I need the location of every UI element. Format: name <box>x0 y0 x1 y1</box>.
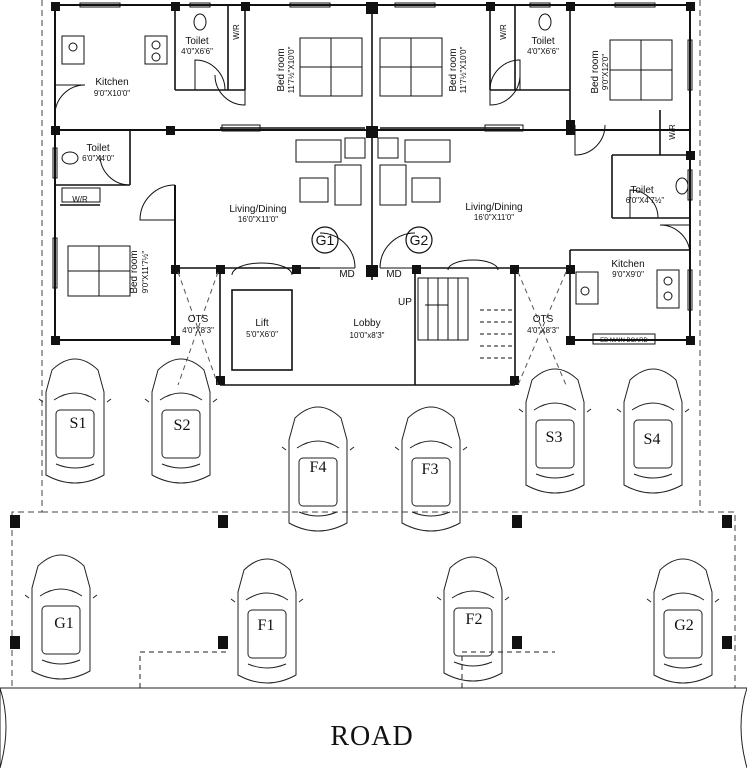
car-s3 <box>518 368 592 494</box>
parking-f2: F2 <box>466 611 483 628</box>
stair-lift <box>231 259 656 359</box>
parking-s2: S2 <box>174 417 191 434</box>
car-f2 <box>436 556 510 682</box>
parking-f1: F1 <box>258 617 275 634</box>
toilet-w-mid-name: Toilet <box>86 143 110 154</box>
toilet-e-mid-name: Toilet <box>630 185 654 196</box>
unit-g2-label: G2 <box>410 232 429 248</box>
living-w-name: Living/Dining <box>229 204 286 215</box>
fixtures <box>61 13 689 309</box>
ots-e-name: OTS <box>533 314 554 325</box>
bed-sw-dim: 9'0"X11'7½" <box>141 251 150 294</box>
beds <box>67 37 673 297</box>
bed-ne-dim: 9'0"X12'0" <box>601 54 610 90</box>
bed-sw-name: Bed room <box>129 250 140 293</box>
car-s2 <box>144 358 218 484</box>
car-f1 <box>230 558 304 684</box>
eb-main-board-label: EB MAIN BOARD <box>600 338 648 344</box>
windows <box>52 2 693 311</box>
ots-shafts <box>177 271 567 386</box>
unit-g1-label: G1 <box>316 232 335 248</box>
wr-w-top: W/R <box>232 24 241 40</box>
parking-g1: G1 <box>54 615 74 632</box>
parking-s4: S4 <box>644 431 661 448</box>
stair-up-label: UP <box>398 297 412 308</box>
car-f4 <box>281 406 355 532</box>
bed-w-top-dim: 11'7½"X10'0" <box>287 46 296 93</box>
columns <box>10 2 732 649</box>
car-s4 <box>616 368 690 494</box>
living-w-dim: 16'0"X11'0" <box>238 215 278 224</box>
wr-e-top: W/R <box>499 24 508 40</box>
bed-e-top-dim: 11'7½"X10'0" <box>459 46 468 93</box>
car-f3 <box>394 406 468 532</box>
main-door-left: MD <box>339 269 355 280</box>
wr-w-mid: W/R <box>72 195 88 204</box>
parking-f4: F4 <box>310 459 327 476</box>
kitchen-w-dim: 9'0"X10'0" <box>94 89 130 98</box>
road-edge <box>0 651 747 768</box>
parking-labels: S1 S2 F4 F3 S3 S4 G1 F1 F2 G2 <box>54 415 694 634</box>
car-s1 <box>38 358 112 484</box>
lift-name: Lift <box>255 318 269 329</box>
room-labels: Kitchen 9'0"X10'0" Toilet 4'0"X6'6" W/R … <box>72 24 677 344</box>
ots-w-name: OTS <box>188 314 209 325</box>
wr-e-mid: W/R <box>668 124 677 140</box>
bed-w-top-name: Bed room <box>276 48 287 91</box>
parking-f3: F3 <box>422 461 439 478</box>
ots-e-dim: 4'0"X8'3" <box>527 326 559 335</box>
kitchen-w-name: Kitchen <box>95 77 128 88</box>
main-door-right: MD <box>386 269 402 280</box>
lobby-name: Lobby <box>353 318 380 329</box>
unit-markers <box>311 226 433 254</box>
toilet-e-top-dim: 4'0"X6'6" <box>527 47 559 56</box>
toilet-w-top-dim: 4'0"X6'6" <box>181 47 213 56</box>
lobby-dim: 10'0"x8'3" <box>350 331 385 340</box>
toilet-w-top-name: Toilet <box>185 36 209 47</box>
parking-g2: G2 <box>674 617 694 634</box>
road-label: ROAD <box>330 721 413 752</box>
lift-dim: 5'0"X6'0" <box>246 330 278 339</box>
bed-e-top-name: Bed room <box>448 48 459 91</box>
toilet-e-mid-dim: 6'0"X4'7½" <box>626 196 665 205</box>
living-e-name: Living/Dining <box>465 202 522 213</box>
parking-s3: S3 <box>546 429 563 446</box>
kitchen-e-dim: 9'0"X9'0" <box>612 270 644 279</box>
living-e-dim: 16'0"X11'0" <box>474 213 514 222</box>
ots-w-dim: 4'0"X8'3" <box>182 326 214 335</box>
toilet-e-top-name: Toilet <box>531 36 555 47</box>
kitchen-e-name: Kitchen <box>611 259 644 270</box>
toilet-w-mid-dim: 6'0"X4'0" <box>82 154 114 163</box>
car-g1 <box>24 554 98 680</box>
door-swings <box>54 59 691 269</box>
site-boundary <box>11 0 736 688</box>
parking-cars <box>24 358 720 684</box>
living-furniture <box>295 137 451 206</box>
car-g2 <box>646 558 720 684</box>
parking-s1: S1 <box>70 415 87 432</box>
bed-ne-name: Bed room <box>590 50 601 93</box>
